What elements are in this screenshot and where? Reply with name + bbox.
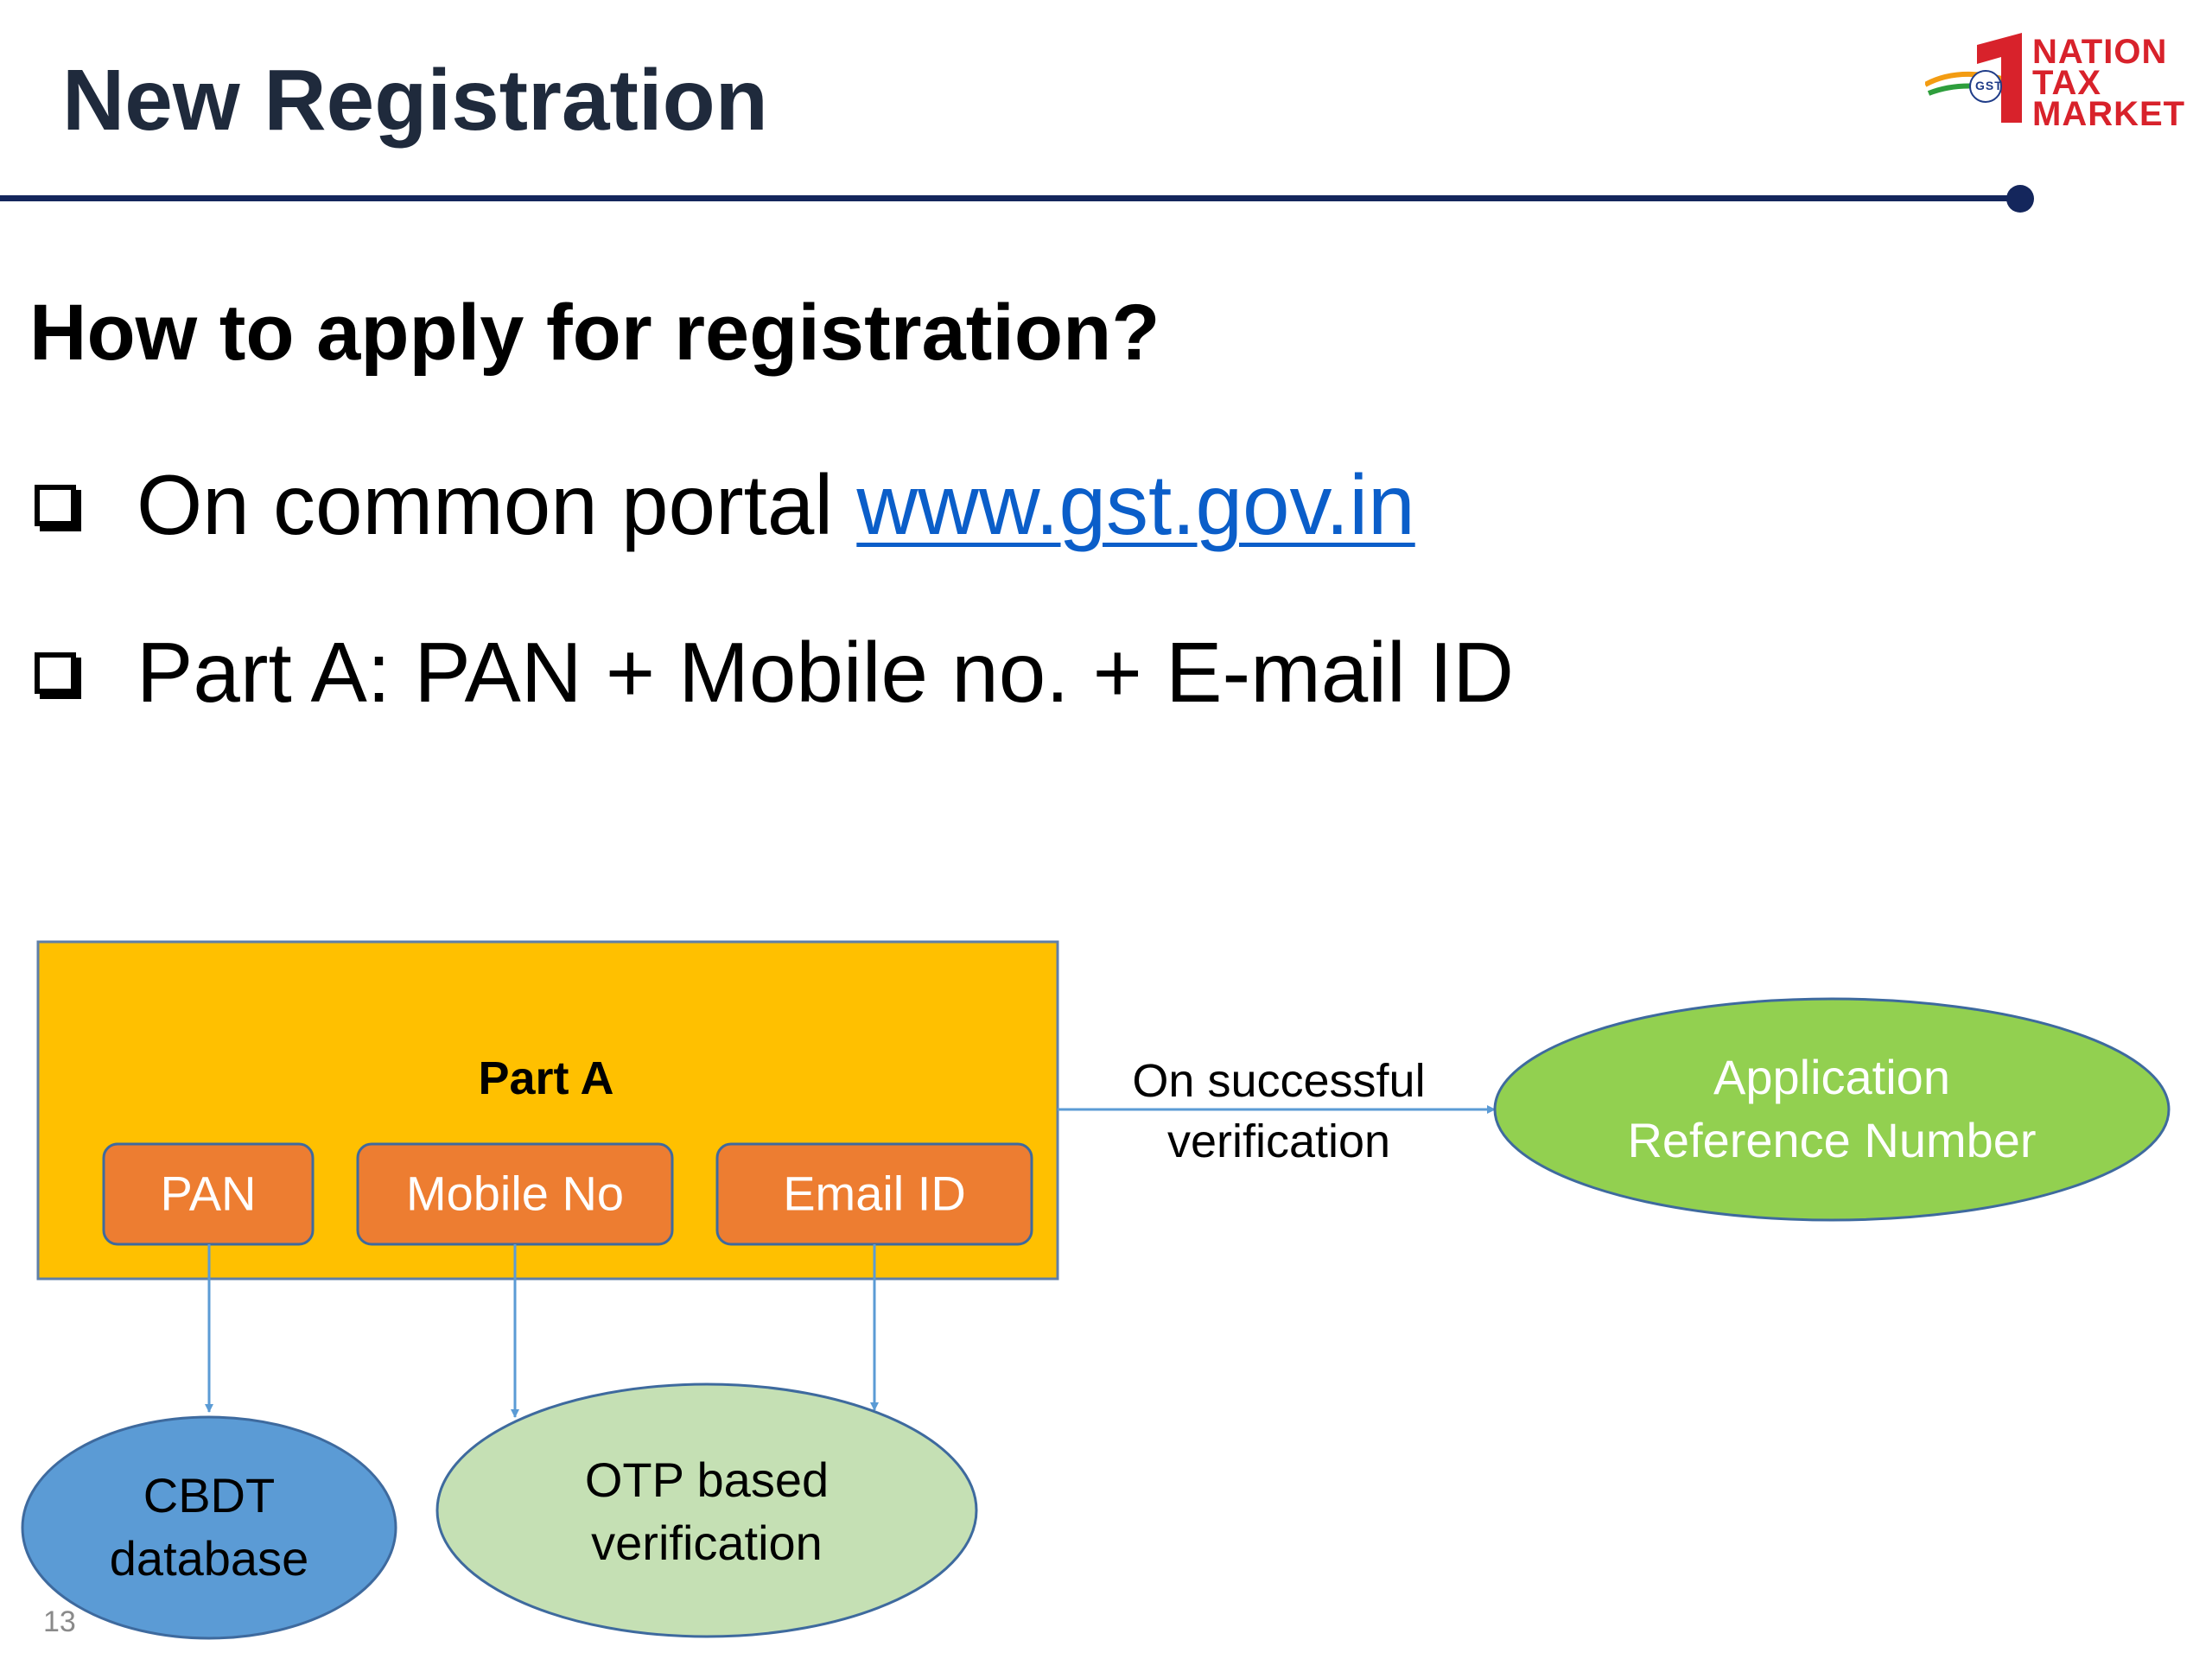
application-reference-number-node [1493, 997, 2171, 1222]
bullet-common-portal: On common portal www.gst.gov.in [35, 454, 1415, 556]
email-field-label: Email ID [783, 1166, 966, 1221]
logo-word-market: MARKET [2032, 95, 2186, 133]
otp-line1: OTP based [584, 1452, 830, 1508]
arrow-label: On successful verification [1132, 1051, 1425, 1172]
cbdt-database-node [21, 1415, 397, 1640]
pan-field-label: PAN [160, 1166, 257, 1221]
bullet-text: On common portal [137, 457, 857, 552]
page-number: 13 [43, 1605, 76, 1638]
gst-portal-link[interactable]: www.gst.gov.in [856, 457, 1415, 552]
part-a-label: Part A [478, 1052, 614, 1104]
subheading: How to apply for registration? [29, 289, 1160, 377]
nation-tax-market-logo: GST NATION TAX MARKET [1925, 31, 2202, 133]
bullet-part-a: Part A: PAN + Mobile no. + E-mail ID [35, 622, 1514, 724]
cbdt-database-label: CBDT database [110, 1465, 308, 1591]
title-divider-dot [2006, 185, 2034, 213]
checkbox-bullet-icon [35, 652, 76, 694]
cbdt-line1: CBDT [143, 1468, 276, 1523]
arrow-label-line1: On successful [1132, 1054, 1426, 1107]
otp-verification-label: OTP based verification [585, 1449, 829, 1575]
logo-badge: GST [1975, 79, 2003, 92]
result-line1: Application [1713, 1050, 1950, 1105]
mobile-field-label: Mobile No [405, 1166, 625, 1221]
otp-verification-node [435, 1382, 978, 1638]
checkbox-bullet-icon [35, 484, 76, 526]
title-divider [0, 195, 2022, 201]
result-line2: Reference Number [1627, 1113, 2037, 1167]
arrow-label-line2: verification [1166, 1116, 1391, 1167]
otp-line2: verification [591, 1516, 823, 1570]
logo-graphic [1925, 33, 2022, 123]
cbdt-line2: database [109, 1531, 309, 1586]
slide-title: New Registration [62, 52, 768, 149]
application-reference-number-label: Application Reference Number [1627, 1046, 2036, 1173]
logo-word-nation: NATION [2032, 33, 2168, 71]
logo-word-tax: TAX [2032, 64, 2102, 102]
bullet-text: Part A: PAN + Mobile no. + E-mail ID [137, 625, 1515, 720]
